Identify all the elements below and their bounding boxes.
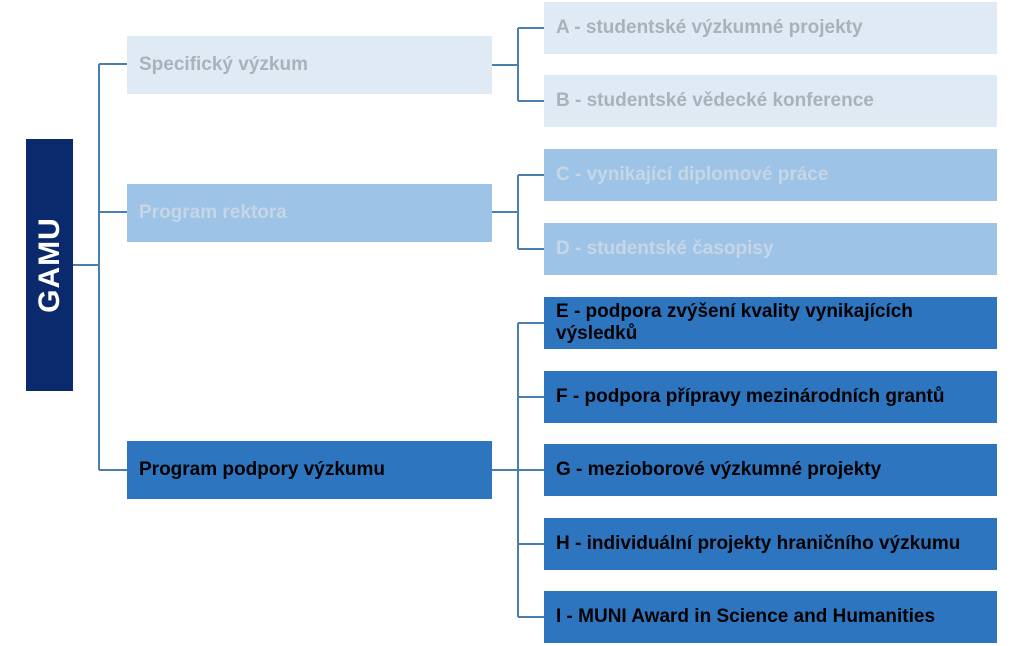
program-specificky-vyzkum: Specifický výzkum: [127, 36, 492, 94]
root-label: GAMU: [32, 217, 66, 313]
program-podpory-vyzkumu: Program podpory výzkumu: [127, 441, 492, 499]
subprogram-f: F - podpora přípravy mezinárodních grant…: [544, 371, 997, 423]
subprogram-label: F - podpora přípravy mezinárodních grant…: [556, 386, 945, 408]
subprogram-label: C - vynikající diplomové práce: [556, 164, 829, 186]
subprogram-label: B - studentské vědecké konference: [556, 90, 874, 112]
subprogram-d: D - studentské časopisy: [544, 223, 997, 275]
subprogram-label: A - studentské výzkumné projekty: [556, 17, 863, 39]
program-label: Program podpory výzkumu: [139, 459, 385, 481]
program-rektora: Program rektora: [127, 184, 492, 242]
program-label: Program rektora: [139, 202, 287, 224]
subprogram-label: I - MUNI Award in Science and Humanities: [556, 606, 936, 628]
subprogram-i: I - MUNI Award in Science and Humanities: [544, 591, 997, 643]
subprogram-e: E - podpora zvýšení kvality vynikajících…: [544, 297, 997, 349]
program-label: Specifický výzkum: [139, 54, 308, 76]
subprogram-c: C - vynikající diplomové práce: [544, 149, 997, 201]
subprogram-label: E - podpora zvýšení kvality vynikajících…: [556, 301, 913, 344]
subprogram-h: H - individuální projekty hraničního výz…: [544, 518, 997, 570]
subprogram-a: A - studentské výzkumné projekty: [544, 2, 997, 54]
subprogram-label: D - studentské časopisy: [556, 238, 774, 260]
subprogram-g: G - mezioborové výzkumné projekty: [544, 444, 997, 496]
subprogram-label: H - individuální projekty hraničního výz…: [556, 533, 961, 555]
root-node-gamu: GAMU: [26, 139, 73, 391]
subprogram-label: G - mezioborové výzkumné projekty: [556, 459, 882, 481]
subprogram-b: B - studentské vědecké konference: [544, 75, 997, 127]
